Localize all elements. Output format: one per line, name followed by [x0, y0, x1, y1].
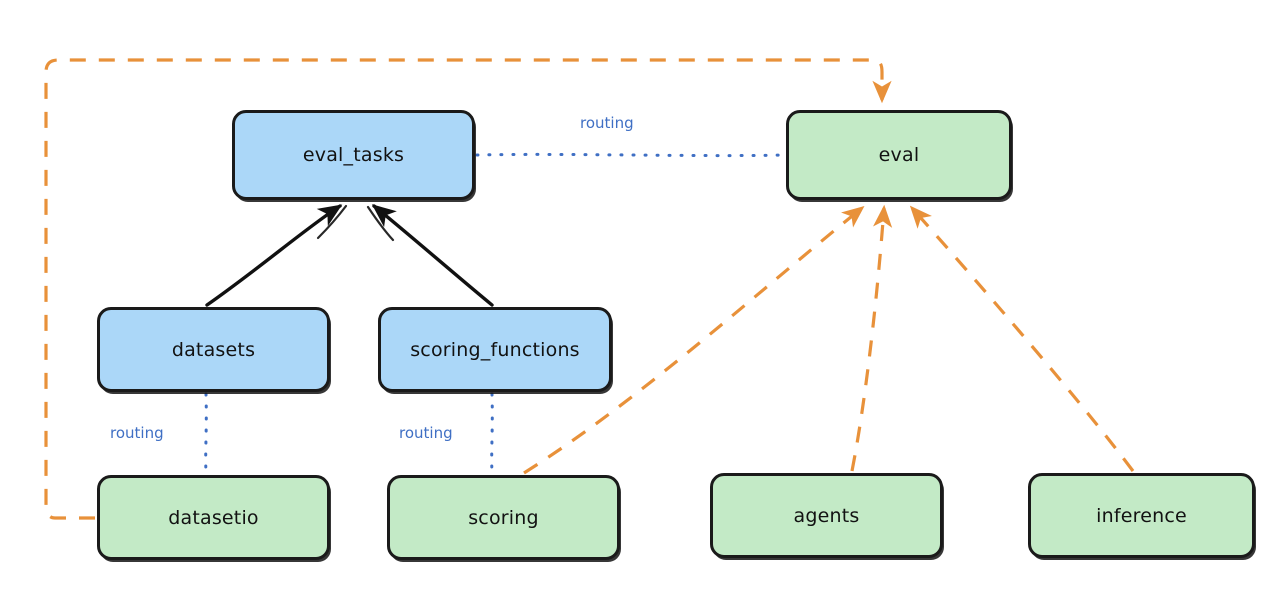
node-label-inference: inference — [1096, 504, 1187, 527]
node-label-scoring-functions: scoring_functions — [410, 338, 580, 361]
node-label-datasetio: datasetio — [168, 506, 259, 529]
node-label-eval-tasks: eval_tasks — [302, 144, 405, 166]
node-label-agents: agents — [793, 504, 860, 527]
edge-scoring-eval — [523, 205, 865, 475]
edge-datasets-datasetio — [204, 392, 208, 475]
edge-eval_tasks-eval — [475, 152, 786, 158]
node-eval-tasks[interactable]: eval_tasks — [232, 110, 475, 200]
node-inference[interactable]: inference — [1028, 473, 1255, 558]
node-scoring-functions[interactable]: scoring_functions — [378, 307, 612, 392]
edge-scoring_functions-scoring — [490, 392, 494, 475]
node-label-datasets: datasets — [171, 338, 256, 361]
edge-agents-eval — [850, 204, 893, 472]
node-label-eval: eval — [878, 144, 920, 166]
node-label-scoring: scoring — [468, 506, 539, 529]
node-eval[interactable]: eval — [786, 110, 1012, 200]
edge-inference-eval — [909, 205, 1135, 472]
edge-datasetio-eval — [44, 58, 892, 520]
edge-label-routing-scoring-functions: routing — [399, 424, 453, 442]
node-agents[interactable]: agents — [710, 473, 943, 558]
node-scoring[interactable]: scoring — [387, 475, 620, 560]
node-datasets[interactable]: datasets — [97, 307, 330, 392]
node-datasetio[interactable]: datasetio — [97, 475, 330, 560]
edge-label-routing-eval-tasks: routing — [580, 114, 634, 132]
edge-scoring_functions-eval_tasks — [366, 204, 494, 307]
edge-label-routing-datasets: routing — [110, 424, 164, 442]
edge-datasets-eval_tasks — [205, 204, 348, 307]
